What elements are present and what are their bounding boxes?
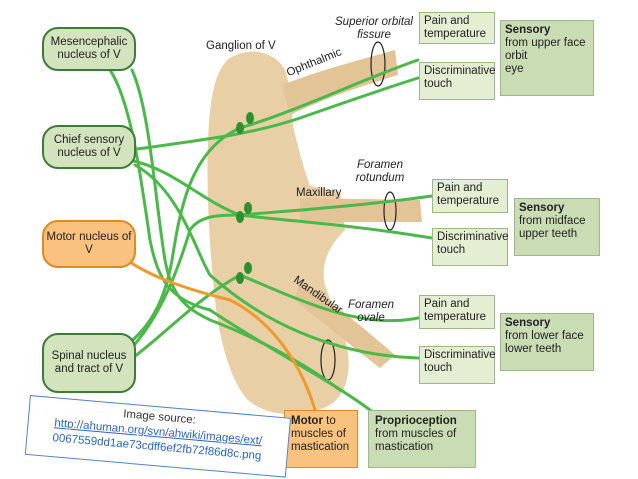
ganglion-cell-mandibular-2 — [244, 262, 252, 274]
ganglion-cell-mandibular-1 — [236, 272, 244, 284]
upper-pain-temp-box: Pain and temperature — [419, 12, 495, 44]
foramen-ovale-line2: ovale — [357, 312, 385, 324]
ganglion-label: Ganglion of V — [206, 40, 276, 52]
chief-sensory-nucleus: Chief sensory nucleus of V — [42, 125, 136, 169]
region-lower-line: lower teeth — [505, 343, 562, 355]
region-upper-title: Sensory — [505, 24, 551, 36]
spinal-nucleus: Spinal nucleus and tract of V — [42, 333, 136, 393]
foramen-rotundum-line2: rotundum — [355, 172, 405, 184]
fiber-mand-discrim — [133, 163, 420, 360]
region-lower-title: Sensory — [505, 317, 551, 329]
fiber-mand-pain — [238, 273, 420, 323]
fiber-mes-to-jaw — [108, 68, 212, 312]
fiber-ophth-discrim — [128, 76, 420, 152]
mandibular-nerve — [295, 280, 395, 368]
proprioception-text: from muscles of mastication — [375, 428, 457, 453]
ganglion-cell-maxillary-2 — [244, 202, 252, 214]
fiber-max-spinal — [123, 213, 242, 357]
mid-pain-temp-box: Pain and temperature — [432, 179, 508, 213]
fiber-ophth-pain — [238, 58, 420, 130]
motor-fiber — [113, 248, 317, 412]
foramen-rotundum-label: Foramen rotundum — [350, 159, 410, 185]
lower-discriminative-box: Discriminative touch — [419, 346, 496, 384]
upper-discriminative-box: Discriminative touch — [419, 62, 496, 100]
region-lower-line: from lower face — [505, 330, 584, 342]
region-upper-line: orbit — [505, 50, 528, 62]
region-mid-title: Sensory — [519, 202, 565, 214]
lower-pain-temp-box: Pain and temperature — [419, 295, 495, 329]
foramen-rotundum-ring — [383, 191, 397, 231]
maxillary-label: Maxillary — [296, 187, 342, 199]
maxillary-nerve — [300, 198, 422, 222]
ganglion-cell-maxillary-1 — [236, 211, 244, 223]
region-upper: Sensory from upper face orbit eye — [500, 20, 594, 96]
region-upper-line: from upper face — [505, 37, 586, 49]
motor-output-text: to muscles of mastication — [291, 415, 350, 453]
superior-orbital-line1: Superior orbital — [335, 16, 413, 28]
proprioception-box: Proprioception from muscles of masticati… — [368, 410, 476, 468]
proprioception-title: Proprioception — [375, 415, 457, 427]
mesencephalic-nucleus: Mesencephalic nucleus of V — [42, 27, 136, 71]
fiber-max-pain — [238, 194, 434, 217]
ganglion-cell-ophthalmic-1 — [236, 122, 244, 134]
region-upper-line: eye — [505, 63, 524, 75]
mid-discriminative-box: Discriminative touch — [432, 228, 509, 266]
region-lower: Sensory from lower face lower teeth — [500, 313, 594, 371]
ophthalmic-nerve — [282, 50, 398, 115]
foramen-rotundum-line1: Foramen — [356, 159, 404, 171]
fiber-mand-spinal — [128, 273, 242, 362]
motor-output-title: Motor — [291, 415, 323, 427]
ganglion-body — [207, 51, 349, 415]
superior-orbital-fissure-ring — [370, 41, 386, 87]
superior-orbital-fissure-label: Superior orbital fissure — [332, 16, 416, 42]
motor-output-box: Motor to muscles of mastication — [284, 410, 358, 468]
region-mid-line: from midface — [519, 215, 586, 227]
foramen-ovale-label: Foramen ovale — [344, 299, 398, 325]
fiber-ophth-spinal — [118, 126, 242, 352]
ganglion-cell-ophthalmic-2 — [246, 112, 254, 124]
region-mid: Sensory from midface upper teeth — [514, 198, 600, 256]
motor-nucleus: Motor nucleus of V — [42, 220, 136, 268]
foramen-ovale-line1: Foramen — [347, 299, 395, 311]
region-mid-line: upper teeth — [519, 228, 578, 240]
superior-orbital-line2: fissure — [357, 29, 391, 41]
